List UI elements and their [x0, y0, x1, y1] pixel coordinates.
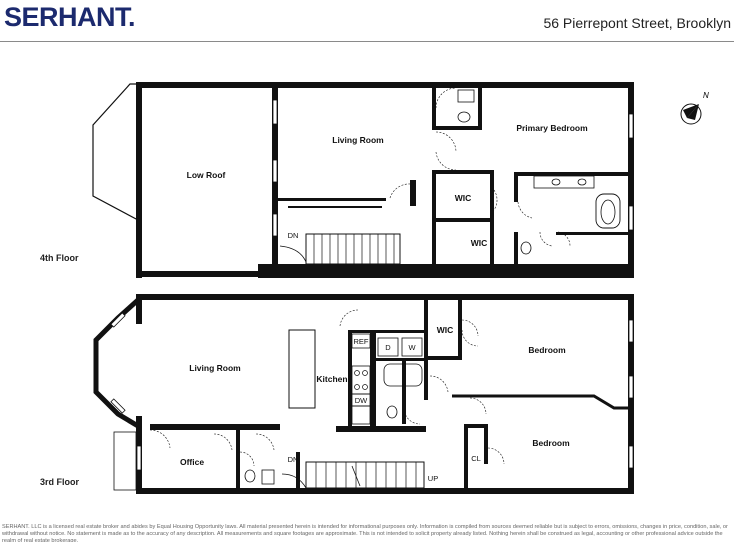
- floor-label-3rd: 3rd Floor: [40, 477, 80, 487]
- room-label-bedroom-1: Bedroom: [528, 345, 566, 355]
- room-label-kitchen: Kitchen: [316, 374, 347, 384]
- room-label-wic-3rd: WIC: [437, 325, 454, 335]
- closet-label: CL: [471, 454, 481, 463]
- north-arrow-icon: N: [680, 91, 709, 125]
- room-label-bedroom-2: Bedroom: [532, 438, 570, 448]
- room-label-living-room-3rd: Living Room: [189, 363, 241, 373]
- third-floor-plan: Living Room Kitchen Office WIC Bedroom B…: [93, 294, 634, 494]
- stairs-down-label-3rd: DN: [288, 455, 299, 464]
- room-label-living-room-4th: Living Room: [332, 135, 384, 145]
- window: [272, 99, 634, 237]
- stairs-up-label: UP: [428, 474, 438, 483]
- dryer-label: D: [385, 343, 391, 352]
- room-label-wic-2: WIC: [471, 238, 488, 248]
- stairs-down-label-4th: DN: [288, 231, 299, 240]
- room-label-wic-1: WIC: [455, 193, 472, 203]
- header-divider: [0, 41, 734, 42]
- room-label-low-roof: Low Roof: [187, 170, 226, 180]
- floor-label-4th: 4th Floor: [40, 253, 79, 263]
- brand-logo: SERHANT.: [4, 2, 136, 32]
- refrigerator-label: REF: [354, 337, 369, 346]
- washer-label: W: [408, 343, 416, 352]
- room-label-office: Office: [180, 457, 204, 467]
- compass-north-label: N: [703, 91, 709, 100]
- dishwasher-label: DW: [355, 396, 368, 405]
- legal-disclaimer: SERHANT. LLC is a licensed real estate b…: [2, 524, 728, 542]
- fourth-floor-plan: Low Roof Living Room Primary Bedroom WIC…: [92, 82, 634, 278]
- property-address: 56 Pierrepont Street, Brooklyn: [543, 15, 731, 31]
- room-label-primary-bedroom: Primary Bedroom: [516, 123, 588, 133]
